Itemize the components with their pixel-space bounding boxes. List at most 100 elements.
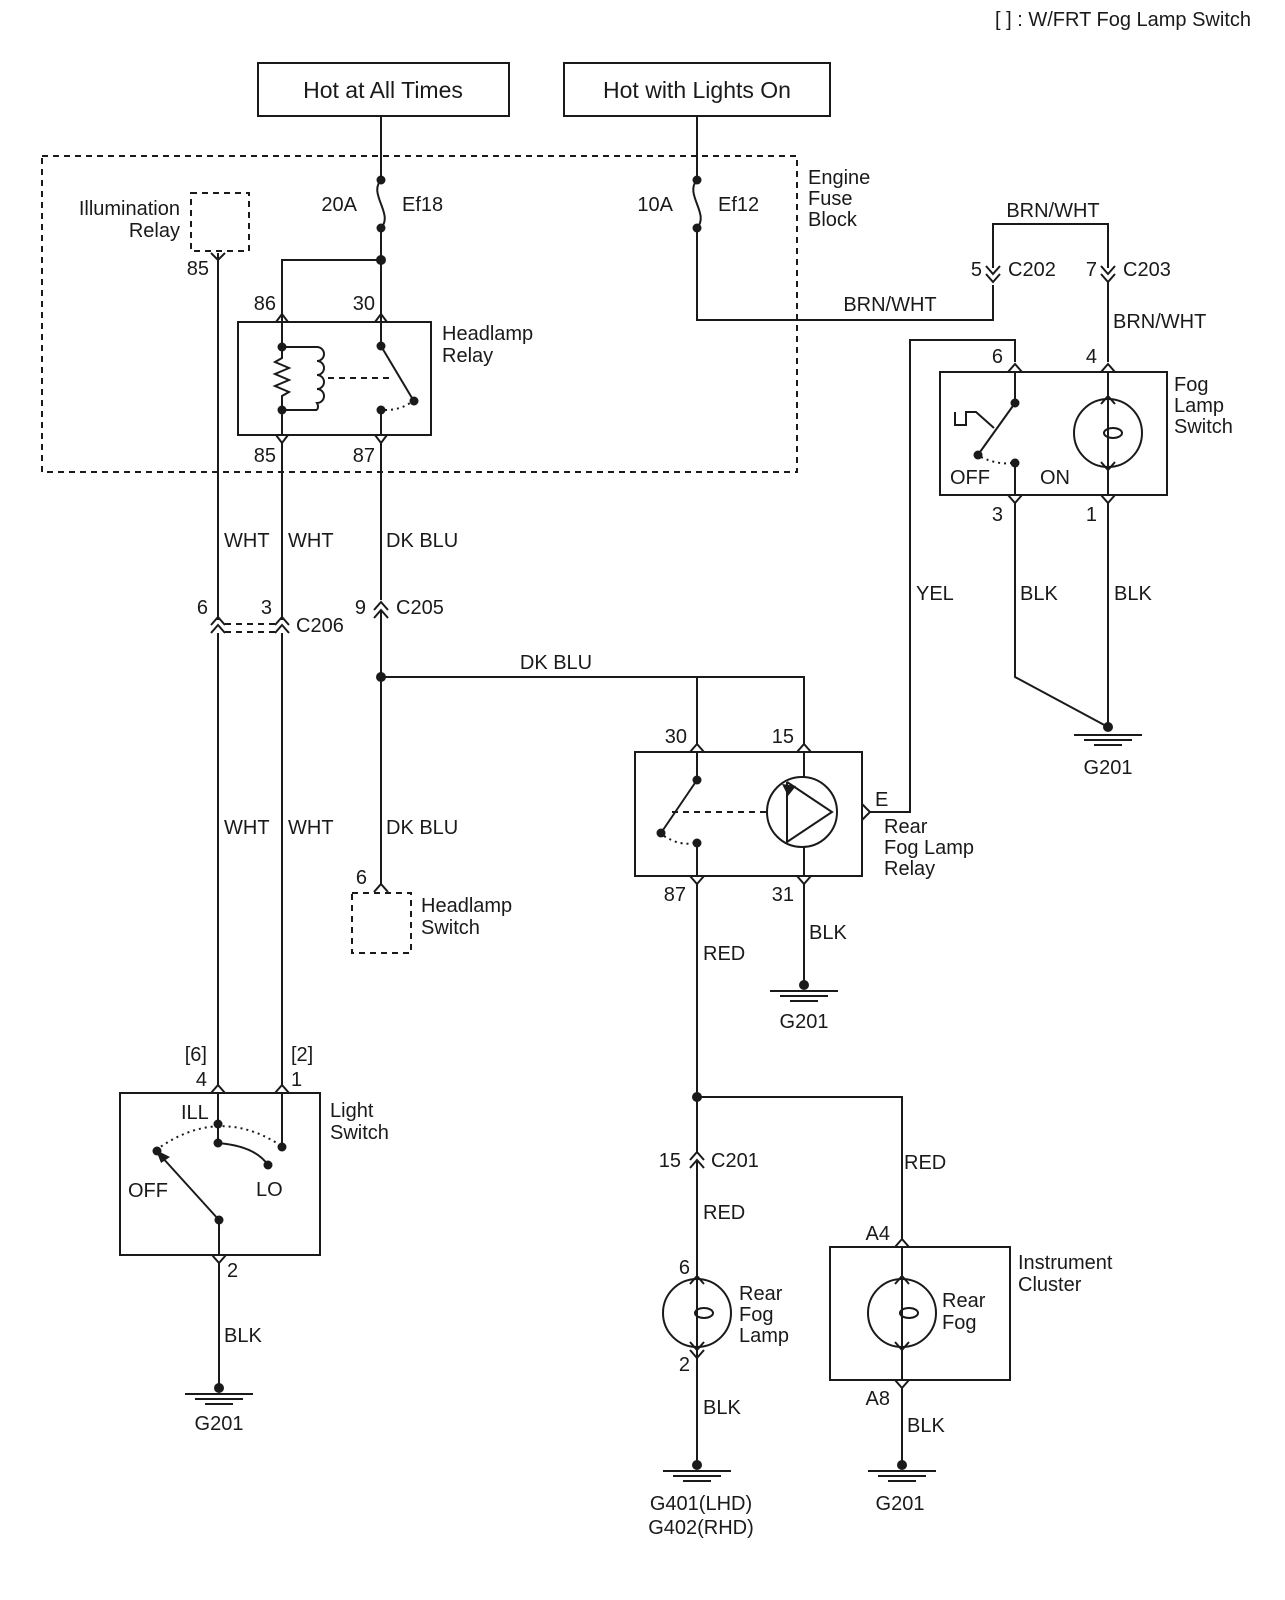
c203-connector-top <box>1100 265 1116 276</box>
rear-relay-pin15: 15 <box>772 726 794 748</box>
rear-relay-pin87-arrow <box>689 875 705 886</box>
fuse-block-label-1: Engine <box>808 167 870 189</box>
rear-relay-pinE: E <box>875 789 888 811</box>
headlamp-relay-coil <box>272 322 325 435</box>
fuse-block-label-2: Fuse <box>808 188 852 210</box>
rear-lamp-label-3: Lamp <box>739 1325 789 1347</box>
fog-switch-label-3: Switch <box>1174 416 1233 438</box>
cluster-lamp-label-1: Rear <box>942 1290 986 1312</box>
light-switch-ill-label: ILL <box>181 1102 209 1124</box>
ground-label-g201-fog: G201 <box>1084 757 1133 779</box>
headlamp-relay-pin87-arrow <box>374 434 388 445</box>
fog-switch-contact <box>954 372 1020 495</box>
c206-connector-b-top <box>274 615 290 626</box>
ground-dot-g201-fog <box>1103 722 1113 732</box>
fuse-ef12-name: Ef12 <box>718 194 759 216</box>
light-switch-pin4-alt: [6] <box>185 1044 207 1066</box>
power-box-hot-all-times <box>257 62 510 117</box>
headlamp-relay-pin86-arrow <box>275 312 289 323</box>
fog-switch-pin1-arrow <box>1100 494 1116 505</box>
ground-symbol-g201-fog <box>1073 734 1143 746</box>
c206-pin-a: 6 <box>197 597 208 619</box>
headlamp-switch-pin-connector <box>373 882 389 893</box>
headlamp-relay-pin86: 86 <box>254 293 276 315</box>
illumination-relay-pin85: 85 <box>187 258 209 280</box>
headlamp-relay-pin30-arrow <box>374 312 388 323</box>
rear-relay-pin15-arrow <box>796 742 812 753</box>
headlamp-switch-pin: 6 <box>356 867 367 889</box>
light-switch-pin1-alt: [2] <box>291 1044 313 1066</box>
ground-label-g401: G401(LHD) <box>650 1493 752 1515</box>
wire-yel-relay-e-to-fog-switch-6 <box>870 339 1016 813</box>
fog-switch-off-label: OFF <box>950 467 990 489</box>
fog-switch-pin1: 1 <box>1086 504 1097 526</box>
cluster-pinA8-arrow <box>894 1379 910 1390</box>
c206-connector-a-top <box>210 615 226 626</box>
headlamp-switch-label-1: Headlamp <box>421 895 512 917</box>
wire-label-blk-light: BLK <box>224 1325 262 1347</box>
c205-pin: 9 <box>355 597 366 619</box>
c203-label: C203 <box>1123 259 1171 281</box>
wire-dk-blu-to-rear-relay-15 <box>381 676 805 744</box>
illumination-relay-box <box>190 192 250 252</box>
wire-label-blk-rear: BLK <box>703 1397 741 1419</box>
fog-switch-pin6-arrow <box>1007 362 1023 373</box>
rear-lamp-label-1: Rear <box>739 1283 783 1305</box>
c202-label: C202 <box>1008 259 1056 281</box>
power-label-hot-lights-on: Hot with Lights On <box>603 77 791 103</box>
wire-label-brn-wht-right: BRN/WHT <box>1113 311 1206 333</box>
wire-label-blk-cluster: BLK <box>907 1415 945 1437</box>
headlamp-relay-contact <box>328 322 419 435</box>
c206-connector-a-bottom <box>210 623 226 634</box>
rear-relay-pin30-arrow <box>689 742 705 753</box>
ground-label-g201-cluster: G201 <box>876 1493 925 1515</box>
c206-pin-b: 3 <box>261 597 272 619</box>
c201-label: C201 <box>711 1150 759 1172</box>
c205-label: C205 <box>396 597 444 619</box>
illumination-relay-label-2: Relay <box>129 220 180 242</box>
rear-relay-pin30: 30 <box>665 726 687 748</box>
c202-pin: 5 <box>971 259 982 281</box>
fog-switch-indicator-lamp <box>1073 372 1143 495</box>
fog-switch-on-label: ON <box>1040 467 1070 489</box>
ground-dot-g201-light <box>214 1383 224 1393</box>
cluster-pinA4-arrow <box>894 1237 910 1248</box>
light-switch-pin1-arrow <box>274 1083 290 1094</box>
illumination-relay-label-1: Illumination <box>79 198 180 220</box>
rear-relay-pin31-arrow <box>796 875 812 886</box>
rear-fog-lamp-bulb <box>662 1270 732 1357</box>
light-switch-contacts <box>152 1093 287 1255</box>
c201-connector-top <box>689 1150 705 1161</box>
wire-label-blk-relay: BLK <box>809 922 847 944</box>
headlamp-switch-box <box>351 892 412 954</box>
rear-lamp-label-2: Fog <box>739 1304 773 1326</box>
light-switch-label-2: Switch <box>330 1122 389 1144</box>
legend-note: [ ] : W/FRT Fog Lamp Switch <box>995 9 1251 31</box>
power-label-hot-all-times: Hot at All Times <box>303 77 463 103</box>
engine-fuse-block-boundary <box>41 155 798 473</box>
c201-pin: 15 <box>659 1150 681 1172</box>
cluster-pinA8: A8 <box>866 1388 890 1410</box>
wire-to-relay-pin86 <box>281 259 381 322</box>
rear-relay-label-3: Relay <box>884 858 935 880</box>
wire-ef12-to-c202 <box>696 228 994 321</box>
instrument-cluster-box <box>829 1246 1011 1381</box>
light-switch-pin2-arrow <box>211 1254 227 1265</box>
rear-relay-coil-symbol <box>766 752 838 876</box>
c205-connector-top <box>373 600 389 611</box>
ground-label-g201-light: G201 <box>195 1413 244 1435</box>
cluster-lamp-label-2: Fog <box>942 1312 976 1334</box>
fuse-ef18-amp: 20A <box>321 194 357 216</box>
fuse-ef12-amp: 10A <box>637 194 673 216</box>
fog-switch-pin3-arrow <box>1007 494 1023 505</box>
fuse-ef18-symbol <box>376 179 386 229</box>
c206-label: C206 <box>296 615 344 637</box>
rear-relay-pinE-arrow <box>861 803 872 821</box>
wire-label-red-1: RED <box>703 943 745 965</box>
power-box-hot-lights-on <box>563 62 831 117</box>
light-switch-pin4: 4 <box>196 1069 207 1091</box>
headlamp-relay-label-2: Relay <box>442 345 493 367</box>
ground-symbol-g201-relay <box>769 990 839 1002</box>
rear-relay-contact <box>656 752 766 876</box>
fog-switch-label-1: Fog <box>1174 374 1208 396</box>
